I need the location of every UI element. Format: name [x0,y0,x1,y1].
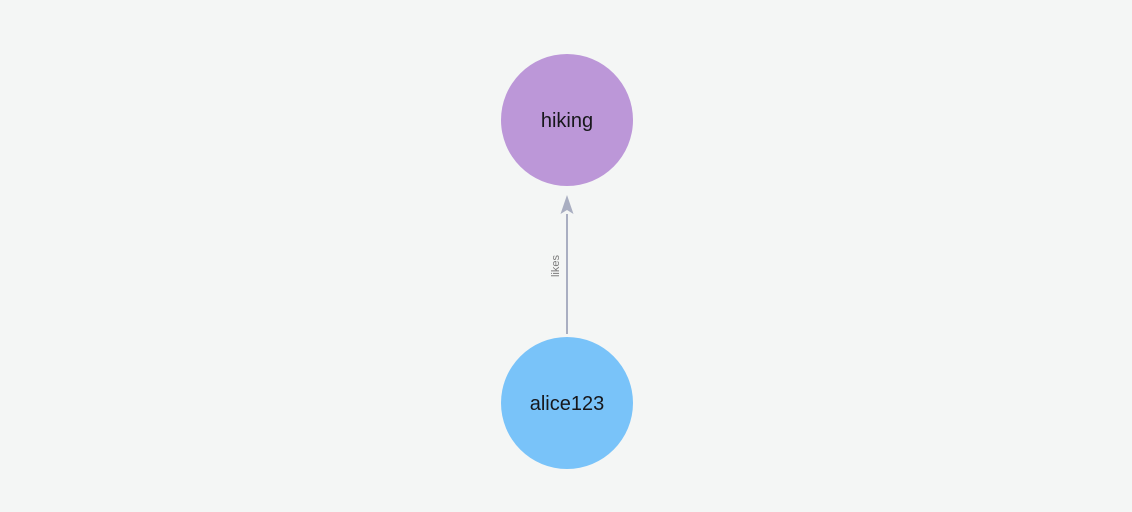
node-label: hiking [541,110,593,132]
graph-edge-likes[interactable]: likes [550,195,574,334]
edge-label: likes [550,255,562,278]
graph-node-alice123[interactable]: alice123 [501,337,633,469]
node-circle [501,54,633,186]
graph-node-hiking[interactable]: hiking [501,54,633,186]
node-circle [501,337,633,469]
node-label: alice123 [530,393,605,415]
edge-arrowhead-icon [560,195,574,214]
